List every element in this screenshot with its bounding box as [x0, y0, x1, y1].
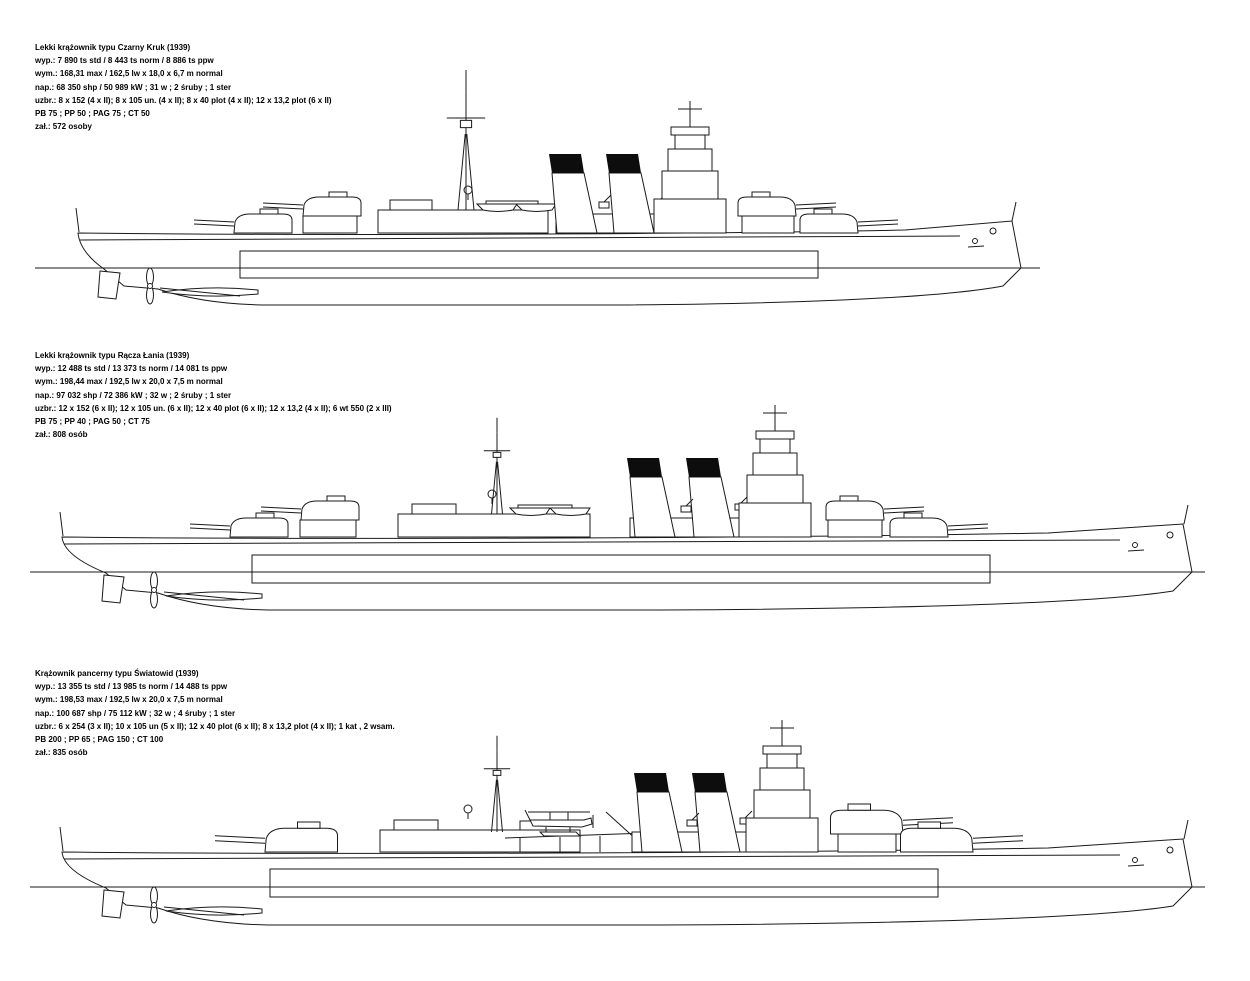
spec-armor: PB 75 ; PP 50 ; PAG 75 ; CT 50 — [35, 109, 150, 119]
ship-profile-swiatowid — [30, 719, 1205, 925]
aft-turret-y — [193, 208, 293, 234]
ships-boat — [515, 203, 557, 212]
spec-armor: PB 200 ; PP 65 ; PAG 150 ; CT 100 — [35, 735, 164, 745]
spec-propulsion: nap.: 97 032 shp / 72 386 kW ; 32 w ; 2 … — [35, 390, 232, 400]
spec-block-racza-lania: Lekki krążownik typu Rącza Łania (1939) … — [35, 349, 396, 442]
aa-mount — [680, 498, 694, 513]
spec-armament: uzbr.: 12 x 152 (6 x II); 12 x 105 un. (… — [35, 403, 392, 413]
armor-belt — [252, 555, 990, 583]
bow-fittings — [968, 228, 996, 247]
spec-dimensions: wym.: 168,31 max / 162,5 lw x 18,0 x 6,7… — [35, 69, 223, 79]
ship-title: Lekki krążownik typu Czarny Kruk (1939) — [35, 43, 191, 52]
aft-turret-x — [260, 495, 360, 521]
bridge-tower — [745, 719, 819, 853]
main-mast — [483, 735, 511, 833]
ship-title: Krążownik pancerny typu Światowid (1939) — [35, 669, 199, 678]
ships-boat — [509, 507, 551, 516]
spec-displacement: wyp.: 7 890 ts std / 8 443 ts norm / 8 8… — [35, 56, 214, 66]
spec-propulsion: nap.: 68 350 shp / 50 989 kW ; 31 w ; 2 … — [35, 82, 232, 92]
aa-mount — [598, 194, 612, 209]
spec-block-czarny-kruk: Lekki krążownik typu Czarny Kruk (1939) … — [35, 41, 336, 134]
spec-dimensions: wym.: 198,53 max / 192,5 lw x 20,0 x 7,5… — [35, 695, 223, 705]
armor-belt — [270, 869, 938, 897]
aft-funnel — [605, 153, 655, 234]
spec-displacement: wyp.: 13 355 ts std / 13 985 ts norm / 1… — [35, 682, 228, 692]
bow-fittings — [1128, 847, 1173, 866]
main-mast — [446, 69, 486, 211]
bow-fittings — [1128, 532, 1173, 551]
spec-armament: uzbr.: 6 x 254 (3 x II); 10 x 105 un (5 … — [35, 721, 395, 731]
fore-barbette — [838, 834, 896, 852]
ship-profile-czarny-kruk — [35, 69, 1040, 305]
spec-displacement: wyp.: 12 488 ts std / 13 373 ts norm / 1… — [35, 364, 228, 374]
fore-turret-a — [899, 821, 1024, 853]
bridge-tower — [738, 404, 812, 538]
fore-funnel — [633, 772, 683, 853]
ships-boat — [549, 507, 591, 516]
hull — [30, 820, 1205, 925]
aft-barbette — [300, 520, 356, 537]
aft-funnel — [685, 457, 735, 538]
spec-crew: zał.: 572 osoby — [35, 122, 92, 132]
fore-turret-a — [889, 512, 989, 538]
aft-turret-y — [189, 512, 289, 538]
spec-crew: zał.: 808 osób — [35, 430, 88, 440]
spec-armament: uzbr.: 8 x 152 (4 x II); 8 x 105 un. (4 … — [35, 95, 332, 105]
aa-mount — [686, 812, 700, 827]
ships-boat — [476, 203, 518, 212]
fore-funnel — [626, 457, 676, 538]
aft-barbette — [303, 216, 357, 233]
aft-funnel — [691, 772, 741, 853]
spec-block-swiatowid: Krążownik pancerny typu Światowid (1939)… — [35, 667, 399, 760]
spec-propulsion: nap.: 100 687 shp / 75 112 kW ; 32 w ; 4… — [35, 708, 236, 718]
fore-funnel — [548, 153, 598, 234]
ship-profile-racza-lania — [30, 404, 1205, 610]
aft-turret — [214, 821, 339, 853]
bridge-tower — [653, 100, 727, 234]
main-mast — [483, 417, 511, 515]
hull — [30, 505, 1205, 610]
fore-turret-a — [799, 208, 899, 234]
spec-crew: zał.: 835 osób — [35, 748, 88, 758]
armor-belt — [240, 251, 818, 278]
fore-barbette — [742, 216, 794, 233]
spec-armor: PB 75 ; PP 40 ; PAG 50 ; CT 75 — [35, 417, 150, 427]
ship-title: Lekki krążownik typu Rącza Łania (1939) — [35, 351, 190, 360]
spec-dimensions: wym.: 198,44 max / 192,5 lw x 20,0 x 7,5… — [35, 377, 223, 387]
fore-barbette — [828, 520, 882, 537]
